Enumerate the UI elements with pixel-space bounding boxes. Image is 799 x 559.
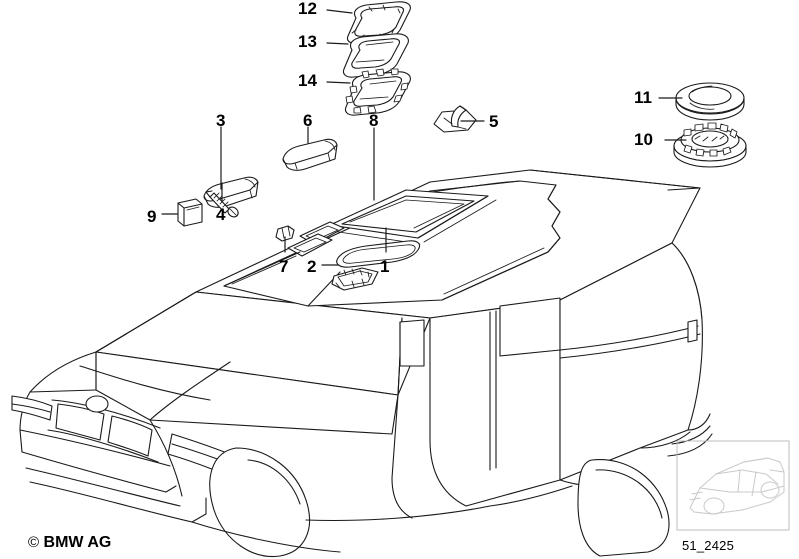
callout-roof-antenna-flange: 10 (634, 130, 653, 149)
part-12-sunroof-trim-frame (346, 1, 411, 44)
part-5-mounting-bracket (433, 105, 477, 133)
diagram-id-label: 51_2425 (682, 538, 735, 553)
copyright-notice: © BMW AG (28, 534, 111, 552)
callout-sunroof-trim-frame: 12 (298, 0, 317, 18)
callout-handle-screw: 4 (216, 205, 226, 224)
leader-lines-group (161, 9, 687, 266)
callout-roof-antenna-gasket: 11 (634, 88, 652, 107)
leader-12 (326, 9, 353, 14)
callout-mounting-bracket: 5 (489, 112, 499, 131)
part-10-roof-antenna-flange (673, 122, 747, 168)
part-2-interior-lamp (331, 267, 379, 291)
copyright-symbol: © (28, 534, 40, 551)
callout-sunroof-frame-base: 14 (298, 71, 317, 90)
leader-13 (326, 42, 349, 45)
callout-sunroof-seal-ring: 13 (298, 32, 317, 51)
part-6-grab-handle-front (282, 138, 338, 171)
part-3-grab-handle-rear (203, 176, 259, 208)
part-11-roof-antenna-gasket (675, 82, 745, 121)
callout-retaining-clip: 7 (279, 257, 289, 276)
part-7-retaining-clip (275, 225, 295, 242)
vehicle-thumbnail (676, 440, 790, 531)
part-14-sunroof-frame-base (344, 68, 411, 116)
copyright-owner: BMW AG (43, 534, 112, 551)
callout-sunroof-opening-trim: 8 (369, 111, 379, 130)
callout-cover-cap: 9 (147, 207, 157, 226)
part-13-sunroof-seal-ring (342, 33, 409, 78)
callout-headliner: 1 (380, 257, 390, 276)
part-4-handle-screw (205, 190, 239, 218)
part-1-headliner (223, 180, 561, 307)
callout-grab-handle-rear: 3 (216, 111, 226, 130)
callout-interior-lamp: 2 (307, 257, 317, 276)
leader-14 (326, 81, 351, 84)
part-9-cover-cap (177, 198, 203, 227)
callout-grab-handle-front: 6 (303, 111, 313, 130)
